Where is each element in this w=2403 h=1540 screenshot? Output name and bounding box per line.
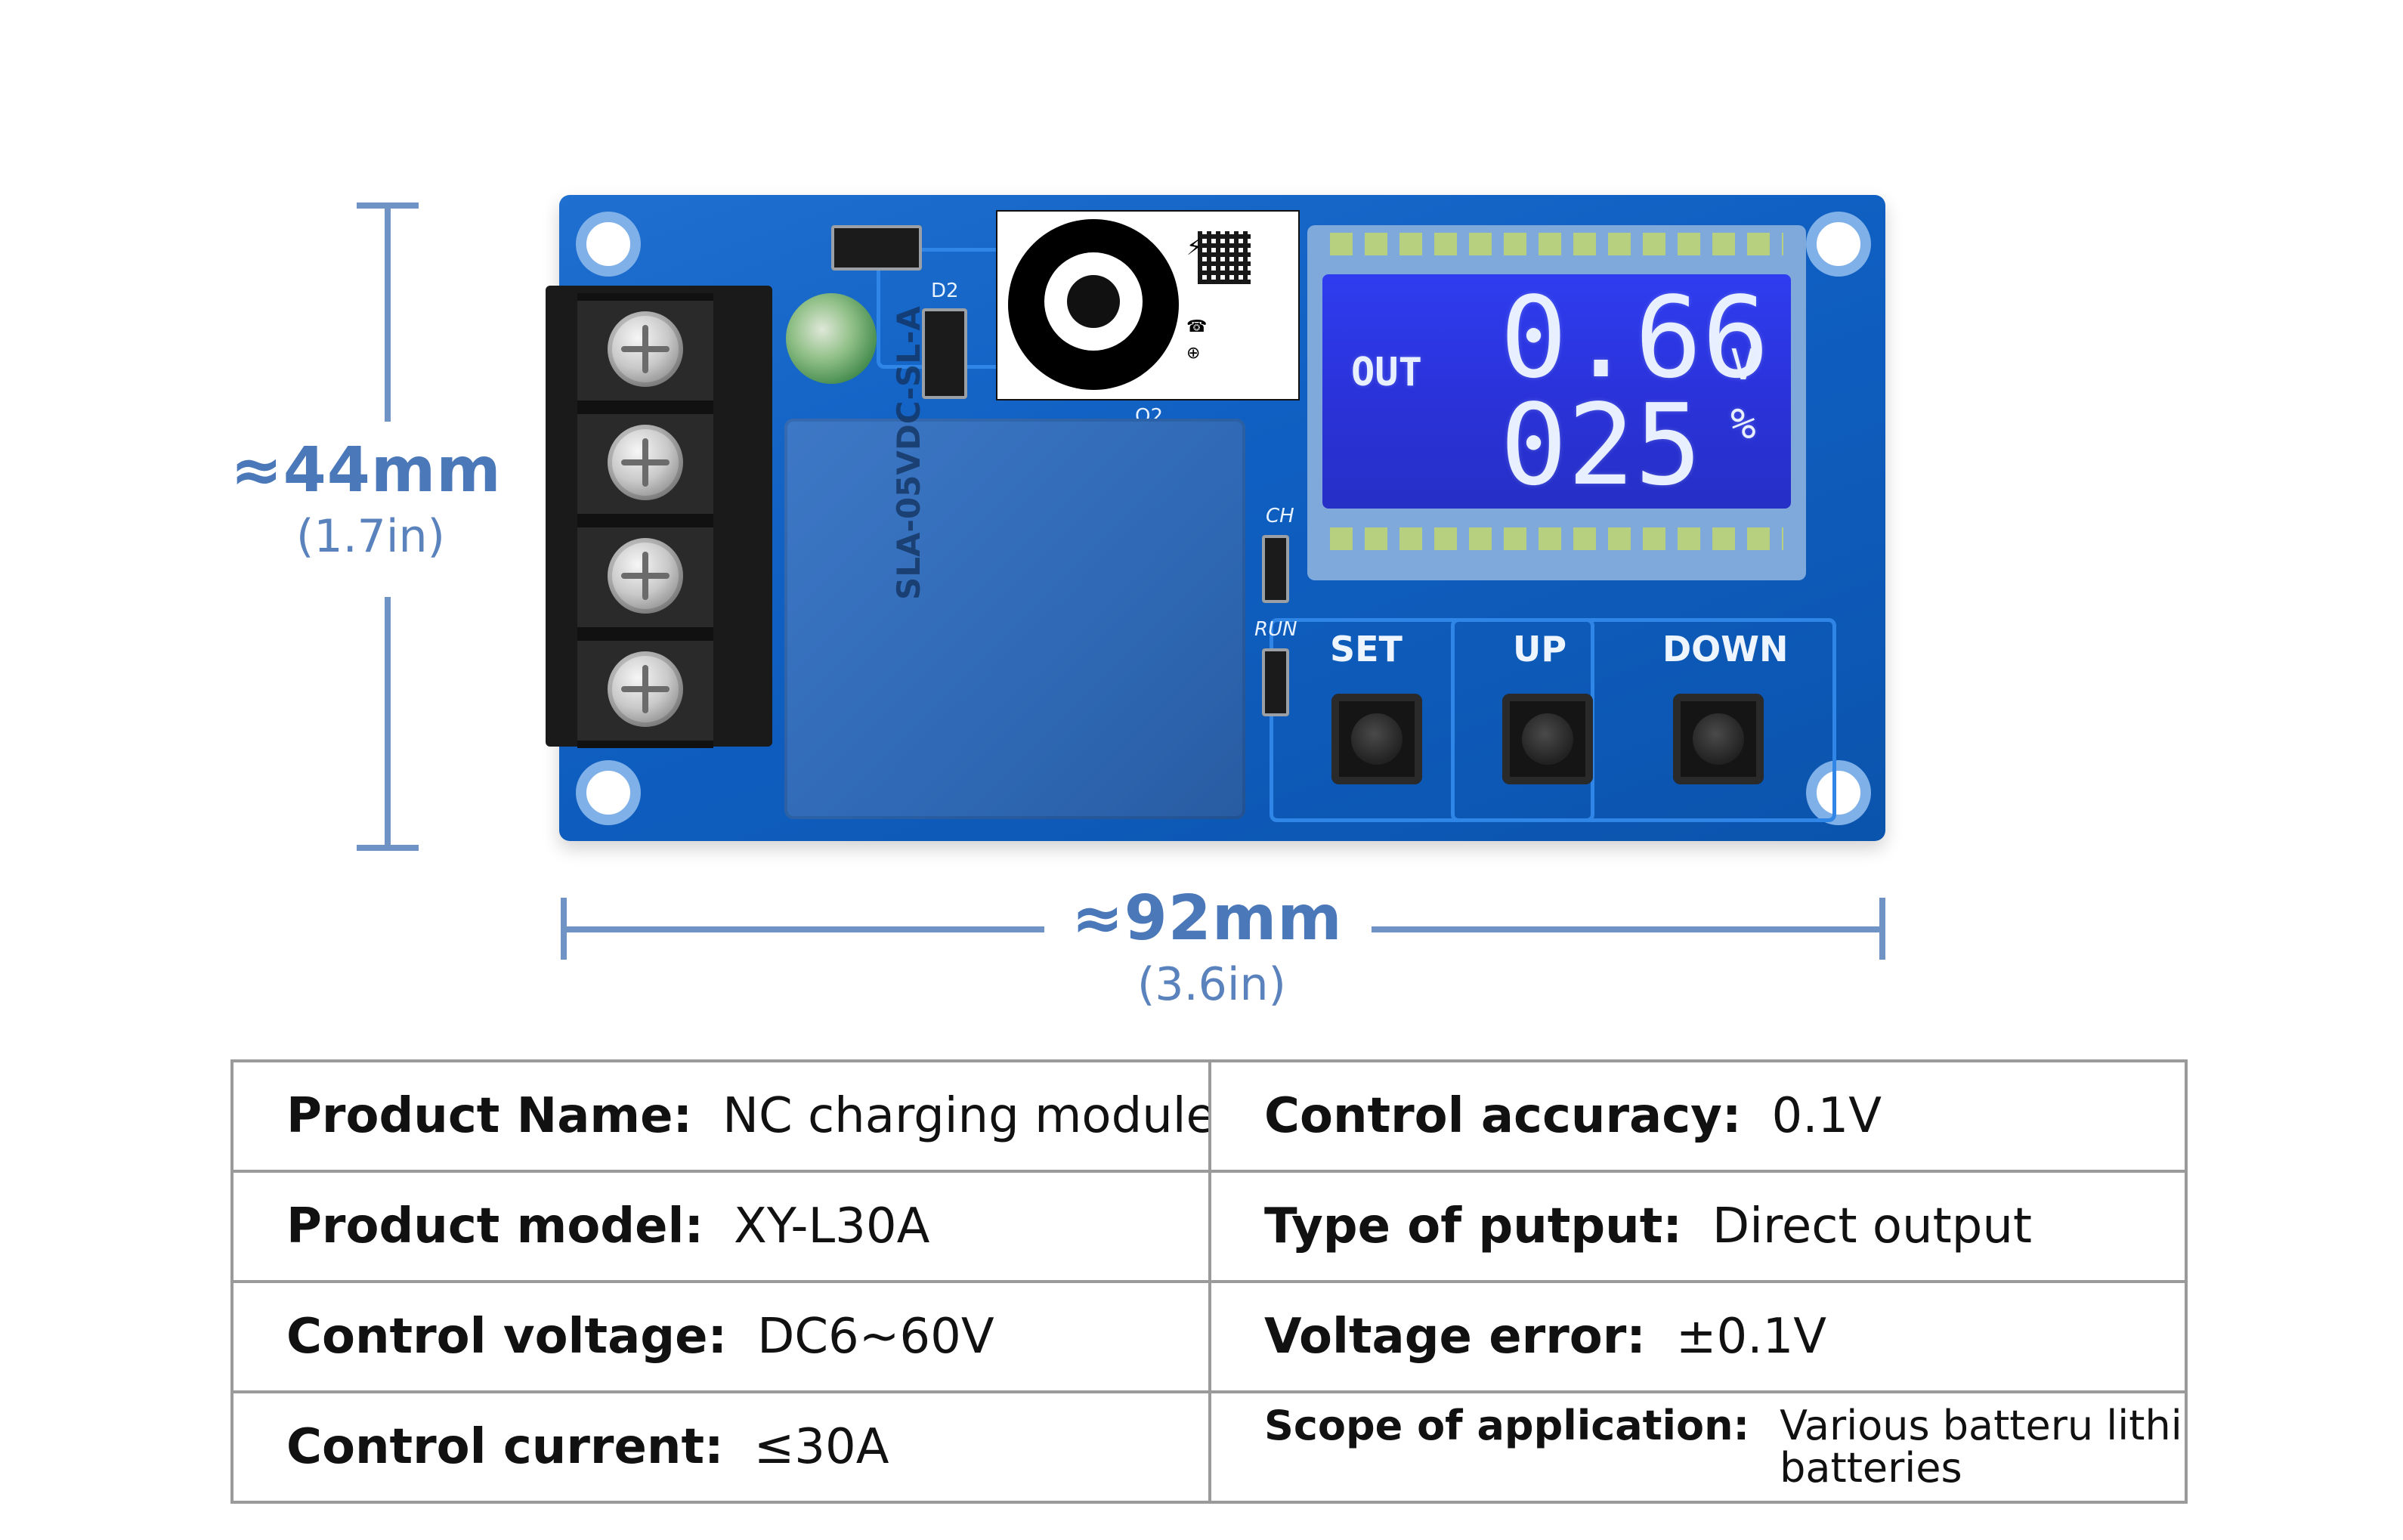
- spec-value: ≤30A: [753, 1419, 889, 1475]
- spec-cell: Scope of application: Various batteru lit…: [1208, 1390, 2188, 1504]
- terminal-slot: [577, 293, 713, 408]
- globe-icon: ⊕: [1186, 344, 1201, 363]
- terminal-slot: [577, 633, 713, 748]
- width-dim-line-left: [561, 926, 1044, 932]
- terminal-slot: [577, 520, 713, 635]
- phone-icon: ☎: [1186, 317, 1208, 336]
- spec-value: 0.1V: [1771, 1088, 1882, 1144]
- spec-label: Control voltage:: [286, 1309, 728, 1365]
- lcd-percent-unit: %: [1730, 400, 1756, 449]
- set-button[interactable]: [1331, 694, 1422, 784]
- spec-cell: Voltage error: ±0.1V: [1208, 1280, 2188, 1393]
- width-dimension-inches: (3.6in): [1137, 958, 1286, 1011]
- down-button-label: DOWN: [1662, 629, 1789, 669]
- capacitor: [786, 293, 877, 384]
- spec-label: Scope of application:: [1264, 1402, 1750, 1449]
- silkscreen-run: RUN: [1254, 618, 1297, 641]
- spec-table: Product Name: NC charging module Control …: [230, 1059, 2188, 1504]
- sicka-electronic-logo: ⚡ ☎ ⊕: [996, 210, 1300, 400]
- height-dim-line-upper: [385, 203, 391, 422]
- height-dim-bottom-cap: [357, 845, 419, 851]
- qr-code-icon: [1198, 231, 1251, 284]
- spec-cell: Product Name: NC charging module: [230, 1059, 1211, 1173]
- up-button[interactable]: [1502, 694, 1593, 784]
- table-row: Control voltage: DC6~60V Voltage error: ±0…: [230, 1280, 2188, 1393]
- smd-component: [831, 225, 922, 271]
- spec-label: Product model:: [286, 1198, 704, 1254]
- lcd-pins-bottom: [1330, 527, 1783, 550]
- set-button-label: SET: [1330, 629, 1403, 669]
- screw-icon: [608, 425, 683, 500]
- silkscreen-d2: D2: [931, 280, 959, 302]
- spec-cell: Control accuracy: 0.1V: [1208, 1059, 2188, 1173]
- button-cap: [1522, 713, 1573, 765]
- screw-icon: [608, 538, 683, 614]
- height-dimension-value: ≈44mm: [230, 434, 502, 506]
- smd-led-ch: [1262, 535, 1289, 603]
- screw-icon: [608, 651, 683, 727]
- height-dimension-inches: (1.7in): [296, 510, 445, 563]
- logo-seal: [1008, 219, 1179, 390]
- button-cap: [1351, 713, 1403, 765]
- spec-value: NC charging module: [722, 1088, 1210, 1144]
- height-dim-line-lower: [385, 597, 391, 850]
- logo-bird-icon: [1067, 275, 1120, 328]
- mounting-hole-top-right: [1806, 212, 1871, 277]
- relay-model-label: SLA-05VDC-SL-A: [890, 306, 927, 600]
- spec-value: DC6~60V: [757, 1309, 994, 1365]
- spec-label: Type of putput:: [1264, 1198, 1682, 1254]
- pcb-trace: [1451, 618, 1836, 822]
- table-row: Product model: XY-L30A Type of putput: Dir…: [230, 1170, 2188, 1283]
- spec-value: ±0.1V: [1675, 1309, 1827, 1365]
- lightning-icon: ⚡: [1186, 234, 1203, 261]
- lcd-out-label: OUT: [1351, 350, 1422, 395]
- table-row: Control current: ≤30A Scope of applicatio…: [230, 1390, 2188, 1504]
- spec-cell: Control current: ≤30A: [230, 1390, 1211, 1504]
- spec-cell: Type of putput: Direct output: [1208, 1170, 2188, 1283]
- smd-led-run: [1262, 648, 1289, 716]
- width-dim-line-right: [1372, 926, 1885, 932]
- lcd-display: OUT 0.66 V 025 %: [1322, 273, 1791, 510]
- smd-diode: [922, 308, 967, 399]
- width-dimension-value: ≈92mm: [1072, 883, 1343, 954]
- mounting-hole-top-left: [576, 212, 641, 277]
- width-dim-right-cap: [1879, 898, 1885, 960]
- lcd-voltage-value: 0.66: [1500, 273, 1770, 403]
- spec-value: Direct output: [1712, 1198, 2032, 1254]
- relay: SLA-05VDC-SL-A: [784, 306, 1245, 819]
- screw-icon: [608, 311, 683, 387]
- spec-label: Control accuracy:: [1264, 1088, 1742, 1144]
- screw-terminal-block: [546, 286, 772, 748]
- terminal-slot: [577, 407, 713, 521]
- spec-value: XY-L30A: [734, 1198, 930, 1254]
- spec-label: Voltage error:: [1264, 1309, 1646, 1365]
- spec-value: Various batteru lithium batteries: [1780, 1402, 2183, 1492]
- spec-cell: Control voltage: DC6~60V: [230, 1280, 1211, 1393]
- silkscreen-ch: CH: [1266, 505, 1294, 527]
- spec-label: Product Name:: [286, 1088, 693, 1144]
- charging-module-board: D2 Q2 CH RUN SLA-05VDC-SL-A OUT 0.66 V 0…: [546, 195, 1885, 841]
- mounting-hole-bottom-left: [576, 760, 641, 825]
- lcd-voltage-unit: V: [1730, 341, 1756, 390]
- spec-cell: Product model: XY-L30A: [230, 1170, 1211, 1283]
- spec-label: Control current:: [286, 1419, 724, 1475]
- down-button[interactable]: [1673, 694, 1764, 784]
- lcd-percent-value: 025: [1500, 380, 1703, 510]
- lcd-pins-top: [1330, 233, 1783, 255]
- button-cap: [1693, 713, 1744, 765]
- table-row: Product Name: NC charging module Control …: [230, 1059, 2188, 1173]
- up-button-label: UP: [1513, 629, 1567, 669]
